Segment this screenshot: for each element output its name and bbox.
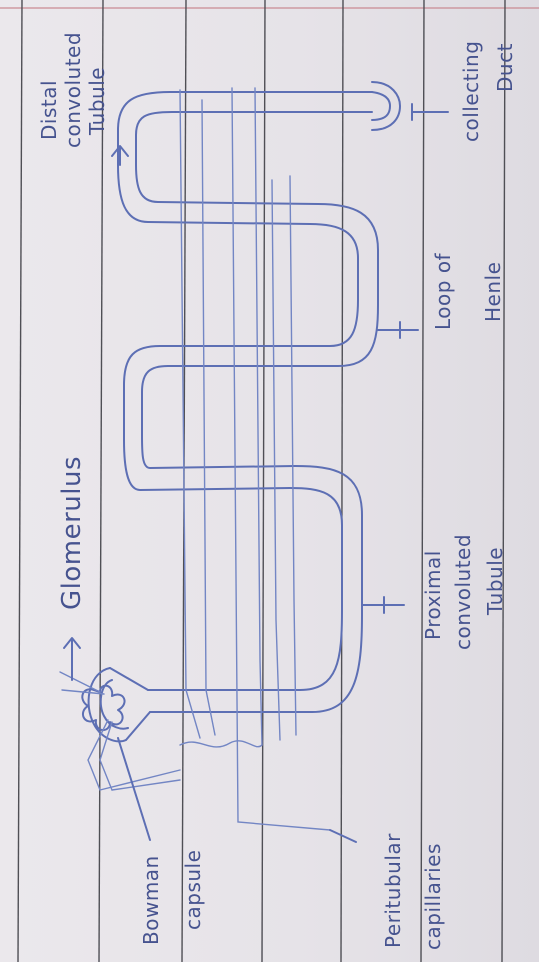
collecting-duct-inner [372, 92, 390, 120]
loop-label-line1: Loop of [431, 252, 455, 330]
distal-arrow [112, 146, 128, 165]
proximal-label-line1: Proximal [421, 550, 445, 640]
glomerulus-arrow [64, 638, 80, 680]
distal-label-line3: Tubule [85, 67, 109, 136]
bowman-label-line1: Bowman [139, 855, 163, 945]
proximal-label-line3: Tubule [483, 547, 507, 616]
bowman-label-line2: capsule [181, 850, 205, 930]
collecting-label-line2: Duct [493, 43, 517, 92]
labels: Glomerulus Distal convoluted Tubule coll… [37, 32, 517, 950]
collecting-label-line1: collecting [459, 41, 483, 142]
capillary-line [232, 88, 330, 830]
collecting-duct [372, 82, 400, 130]
bowman-capsule-neck [110, 668, 150, 740]
capillary-line [255, 88, 262, 745]
distal-label-line2: convoluted [61, 32, 85, 148]
ruled-line [99, 0, 103, 962]
capillary-line [272, 180, 280, 740]
distal-label-line1: Distal [37, 80, 61, 140]
bowman-capsule [89, 668, 150, 741]
proximal-arrow [362, 597, 404, 613]
nephron-tubule [118, 92, 378, 712]
capillary-line [202, 100, 215, 735]
bowman-capsule-cup [89, 668, 126, 741]
peritubular-label-line2: capillaries [421, 843, 445, 950]
peritubular-capillaries [180, 88, 330, 830]
ruled-line [18, 0, 22, 962]
collecting-arrow [412, 104, 448, 120]
capillary-line [290, 176, 296, 735]
glomerulus-label: Glomerulus [57, 456, 87, 610]
capillary-wave [180, 741, 262, 747]
ruled-line [421, 0, 424, 962]
proximal-label-line2: convoluted [451, 534, 475, 650]
ruled-line [262, 0, 265, 962]
peritubular-feed [100, 770, 180, 790]
ruled-line [502, 0, 505, 962]
collecting-duct-cap [372, 82, 400, 130]
tubule-outer-line [118, 92, 372, 690]
ruled-line [341, 0, 343, 962]
peritubular-arrow [330, 830, 356, 842]
loop-label-line2: Henle [481, 262, 505, 322]
peritubular-label-line1: Peritubular [381, 833, 405, 948]
loop-arrow [378, 322, 418, 338]
